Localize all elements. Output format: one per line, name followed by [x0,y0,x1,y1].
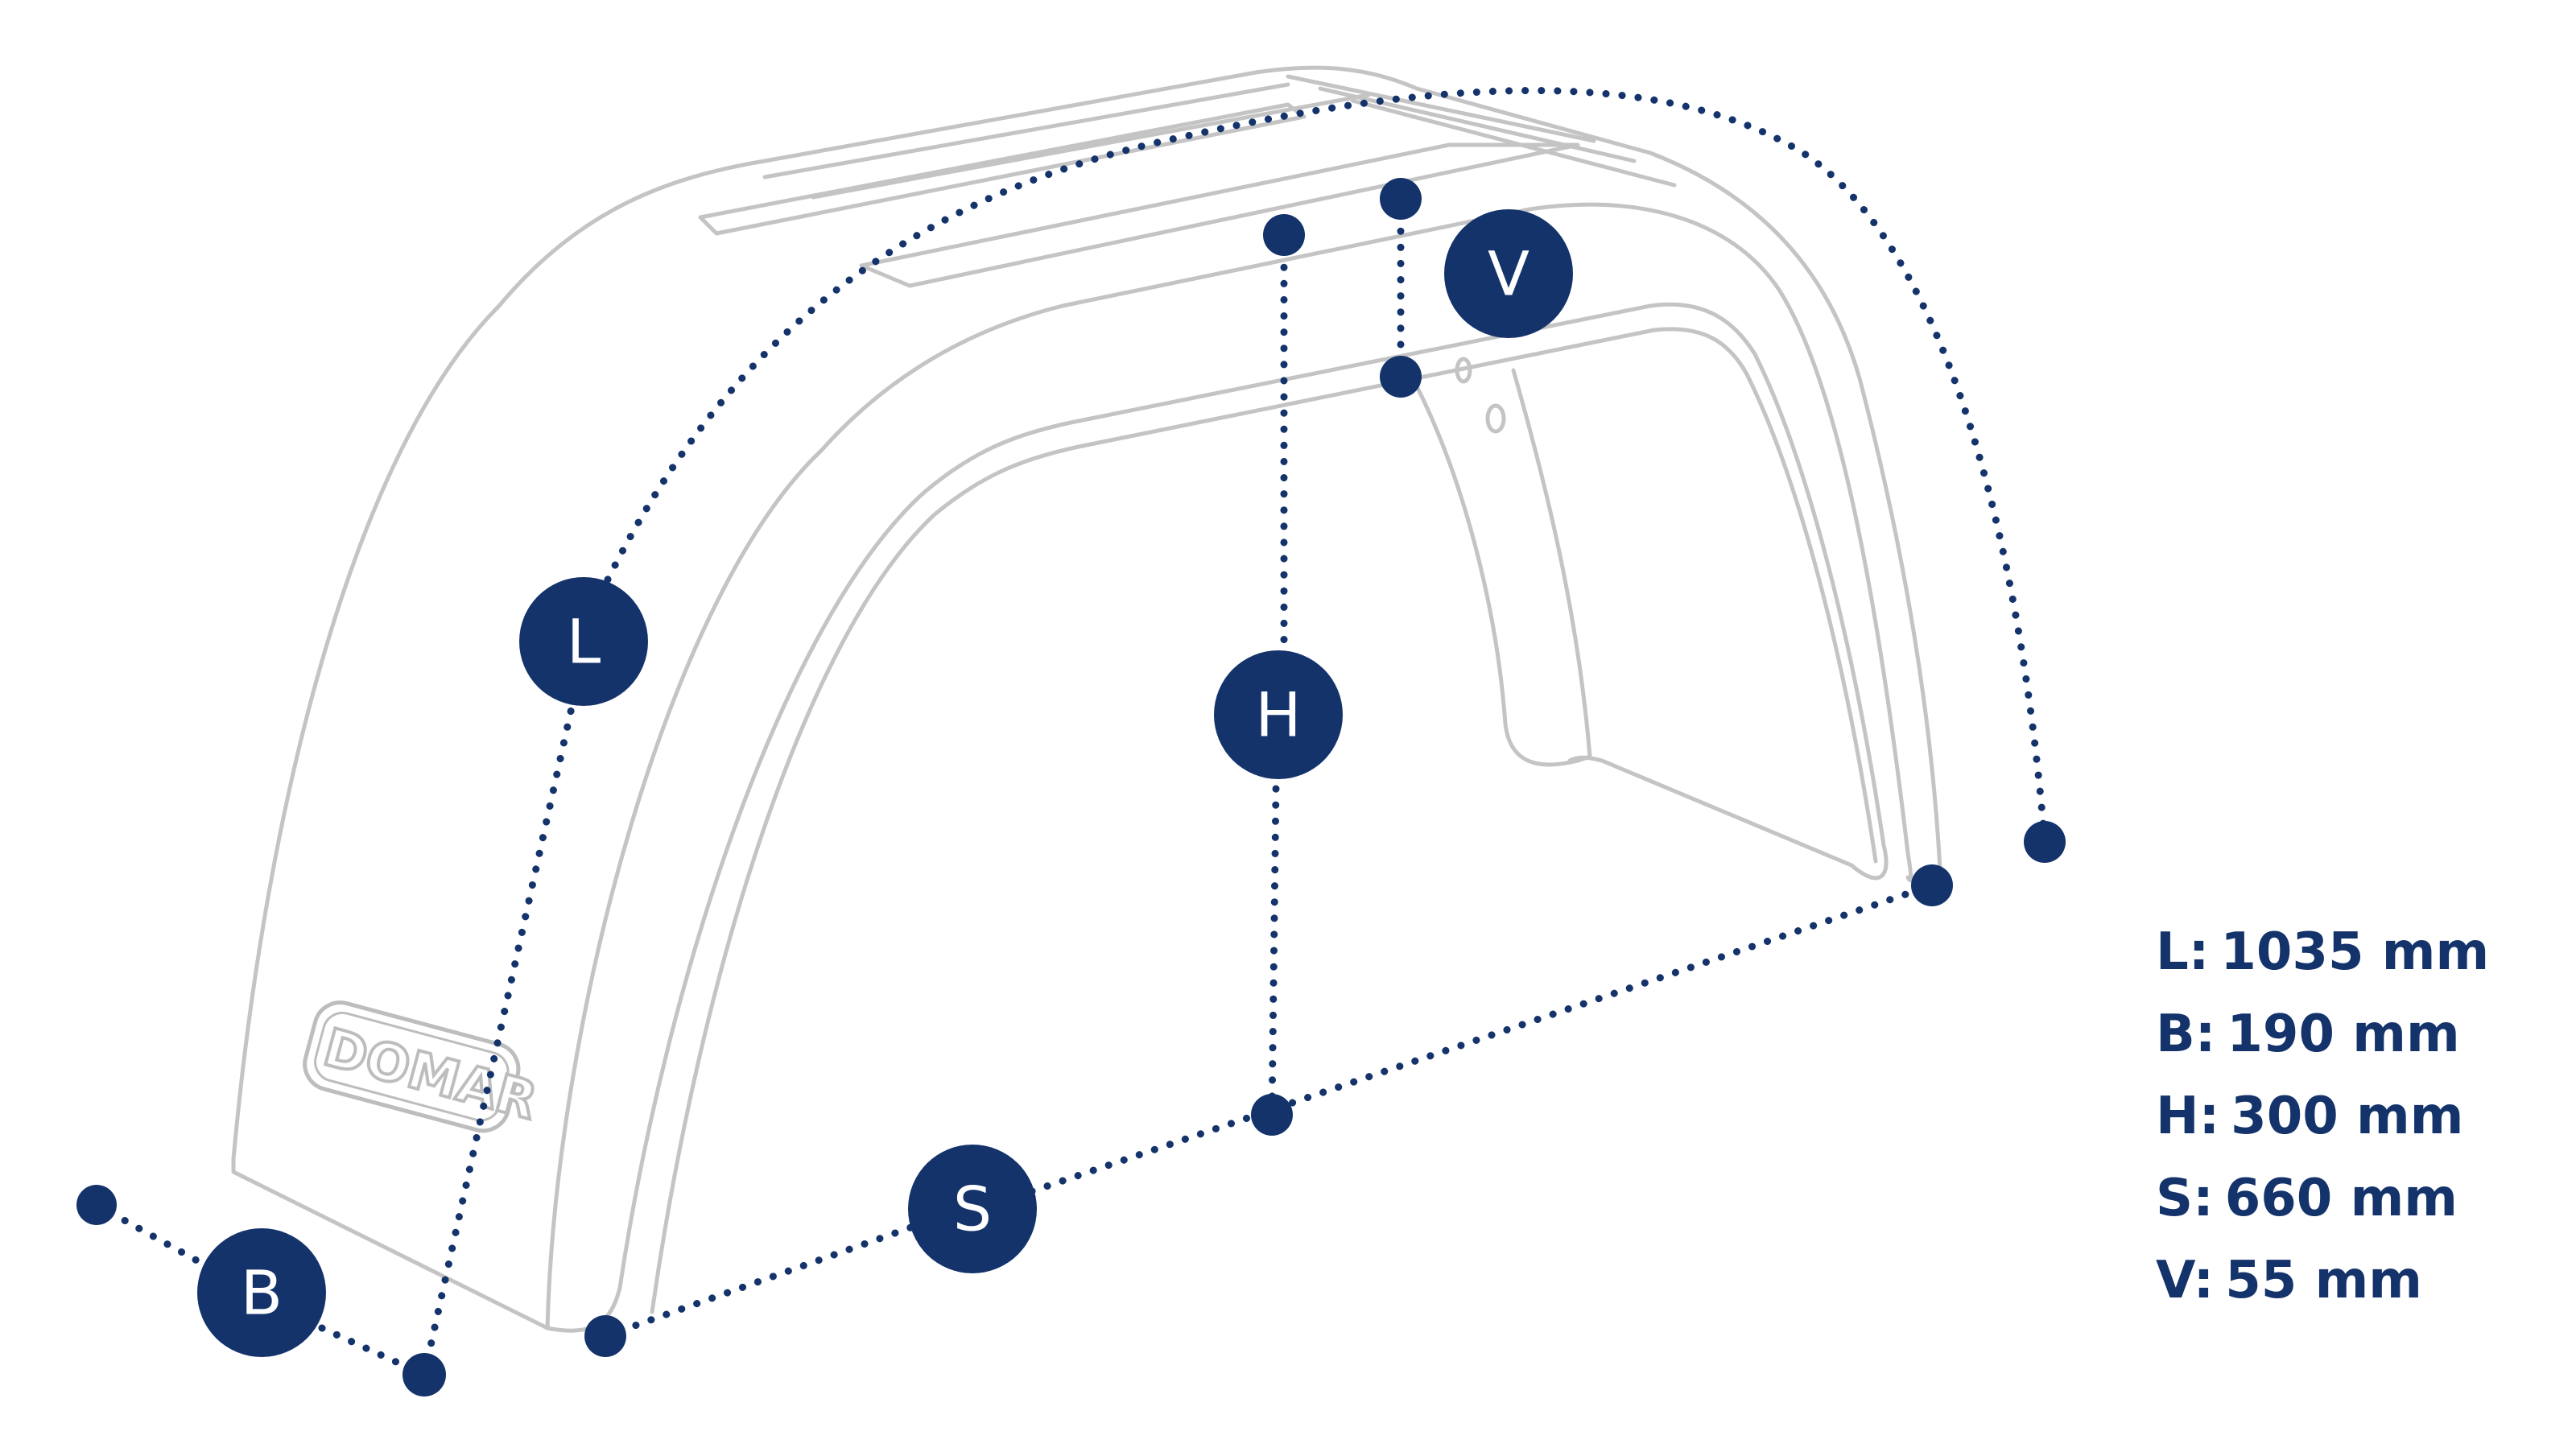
endpoint-l-bottom [402,1353,446,1396]
legend-row-v: V:55 mm [2156,1240,2494,1322]
legend-label: V: [2156,1251,2215,1310]
dimension-line-l [420,638,590,1379]
legend-value: 300 mm [2231,1087,2464,1146]
badge-l-letter: L [567,606,601,678]
badge-v: V [1444,209,1573,338]
endpoint-s-right [1911,864,1953,906]
badge-h-letter: H [1255,679,1301,751]
legend-row-s: S:660 mm [2156,1157,2494,1240]
legend-label: L: [2156,922,2210,982]
legend-value: 190 mm [2227,1005,2460,1064]
legend-value: 1035 mm [2220,922,2490,982]
badge-h: H [1214,650,1343,779]
legend-label: B: [2156,1005,2216,1064]
endpoint-b-left [76,1185,117,1225]
dimension-line-s [601,1221,922,1340]
badge-s: S [908,1145,1037,1273]
endpoint-v-top [1380,178,1422,220]
legend-row-b: B:190 mm [2156,993,2494,1075]
badge-v-letter: V [1488,238,1530,310]
badge-b-letter: B [241,1257,283,1329]
mudguard-outline [231,65,1942,1333]
legend-row-l: L:1035 mm [2156,911,2494,993]
endpoint-l-right [2024,821,2066,863]
endpoint-h-bottom [1251,1094,1293,1136]
badge-l: L [519,577,648,706]
endpoint-v-bottom [1380,356,1422,398]
legend-value: 660 mm [2224,1169,2458,1228]
dimension-line-h-2 [1268,785,1280,1119]
legend-value: 55 mm [2225,1251,2422,1310]
endpoint-s-left [584,1315,626,1357]
legend-row-h: H:300 mm [2156,1075,2494,1157]
legend-label: H: [2156,1087,2220,1146]
dimensions-legend: L:1035 mm B:190 mm H:300 mm S:660 mm V:5… [2156,911,2494,1322]
badge-b: B [197,1228,326,1357]
badge-s-letter: S [953,1174,992,1245]
domar-logo: DOMAR [303,1000,544,1133]
legend-label: S: [2156,1169,2214,1228]
dimension-line-s-2 [1028,881,1936,1195]
endpoint-h-top [1263,214,1305,256]
